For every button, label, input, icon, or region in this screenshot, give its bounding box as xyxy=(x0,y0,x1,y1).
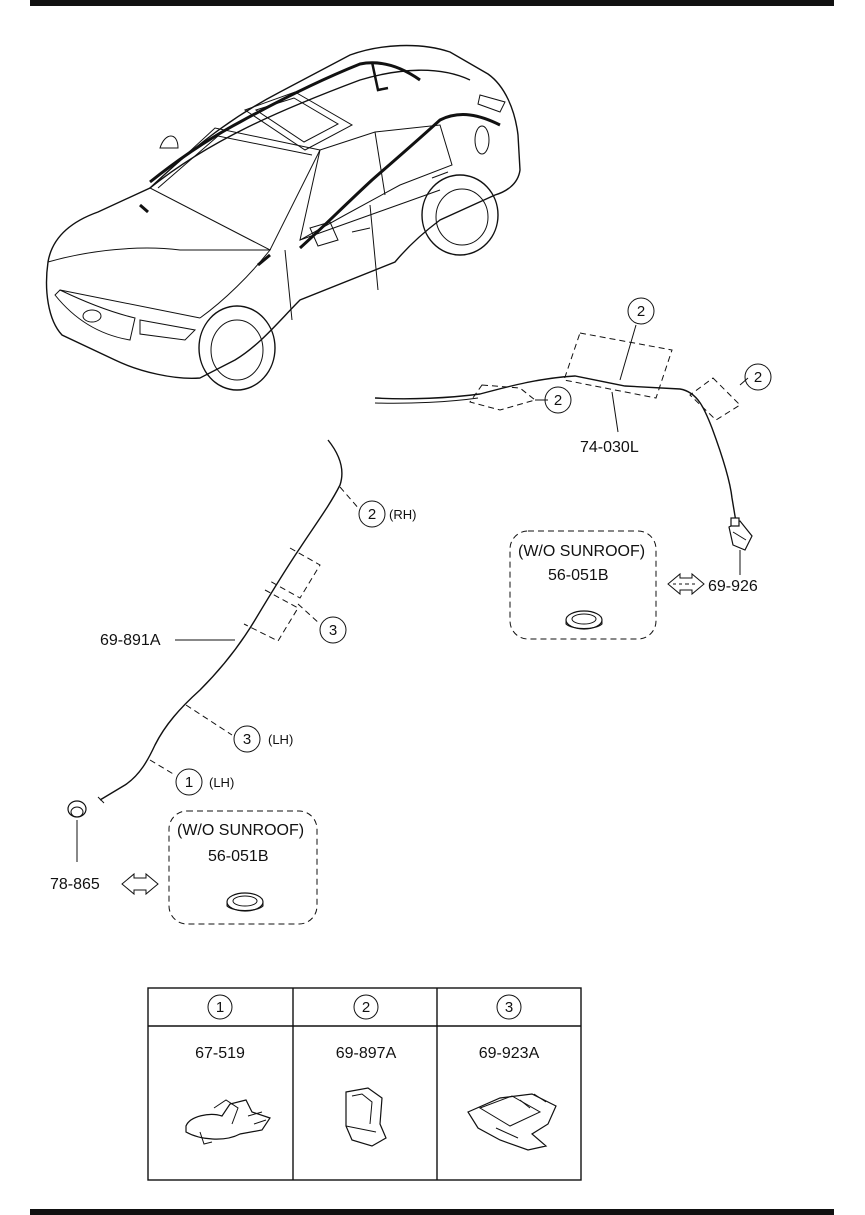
callout-3-lh: 3 xyxy=(233,725,261,753)
svg-text:69-923A: 69-923A xyxy=(479,1045,540,1062)
svg-text:(W/O SUNROOF): (W/O SUNROOF) xyxy=(177,822,304,839)
variant-box-right: (W/O SUNROOF) 56-051B xyxy=(509,530,657,640)
clip-69-897A-icon xyxy=(345,1087,387,1147)
legend-col-1: 1 67-519 xyxy=(185,994,271,1145)
label-lh-3: (LH) xyxy=(268,732,293,747)
callout-2-rh: 2 xyxy=(358,500,386,528)
label-rh: (RH) xyxy=(389,507,416,522)
double-arrow-icon xyxy=(667,572,705,596)
callout-2-top: 2 xyxy=(627,297,655,325)
svg-text:2: 2 xyxy=(637,303,645,320)
svg-text:1: 1 xyxy=(216,999,224,1016)
double-arrow-left-icon xyxy=(121,872,159,896)
svg-text:1: 1 xyxy=(185,774,193,791)
legend-table: 1 67-519 2 69-897A 3 69-923A xyxy=(147,987,582,1181)
svg-text:3: 3 xyxy=(505,999,513,1016)
label-69-891A: 69-891A xyxy=(100,632,161,649)
grommet-56-051B-icon xyxy=(565,610,603,630)
top-border xyxy=(30,0,834,6)
harness-74-030L xyxy=(374,324,753,596)
svg-text:3: 3 xyxy=(243,731,251,748)
label-lh-1: (LH) xyxy=(209,775,234,790)
callout-1-lh: 1 xyxy=(175,768,203,796)
callout-3: 3 xyxy=(319,616,347,644)
clip-67-519-icon xyxy=(185,1099,271,1145)
callout-2-mid: 2 xyxy=(544,386,572,414)
svg-text:56-051B: 56-051B xyxy=(548,567,609,584)
clip-69-923A-icon xyxy=(467,1093,557,1151)
label-69-926: 69-926 xyxy=(708,578,758,595)
connector-69-926-icon xyxy=(728,517,753,551)
harness-69-891A xyxy=(97,439,361,804)
callout-2-right: 2 xyxy=(744,363,772,391)
label-74-030L: 74-030L xyxy=(580,439,639,456)
grommet-56-051B-icon xyxy=(226,892,264,912)
label-78-865: 78-865 xyxy=(50,876,100,893)
car-illustration xyxy=(45,44,521,391)
svg-text:2: 2 xyxy=(368,506,376,523)
bottom-border xyxy=(30,1209,834,1215)
svg-text:67-519: 67-519 xyxy=(195,1045,245,1062)
svg-text:56-051B: 56-051B xyxy=(208,848,269,865)
variant-box-left: (W/O SUNROOF) 56-051B xyxy=(168,810,318,925)
svg-text:69-897A: 69-897A xyxy=(336,1045,397,1062)
svg-text:(W/O SUNROOF): (W/O SUNROOF) xyxy=(518,543,645,560)
svg-text:3: 3 xyxy=(329,622,337,639)
svg-text:2: 2 xyxy=(554,392,562,409)
legend-col-3: 3 69-923A xyxy=(467,994,557,1151)
grommet-78-865-icon xyxy=(67,800,87,862)
svg-text:2: 2 xyxy=(362,999,370,1016)
legend-col-2: 2 69-897A xyxy=(336,994,397,1147)
svg-text:2: 2 xyxy=(754,369,762,386)
